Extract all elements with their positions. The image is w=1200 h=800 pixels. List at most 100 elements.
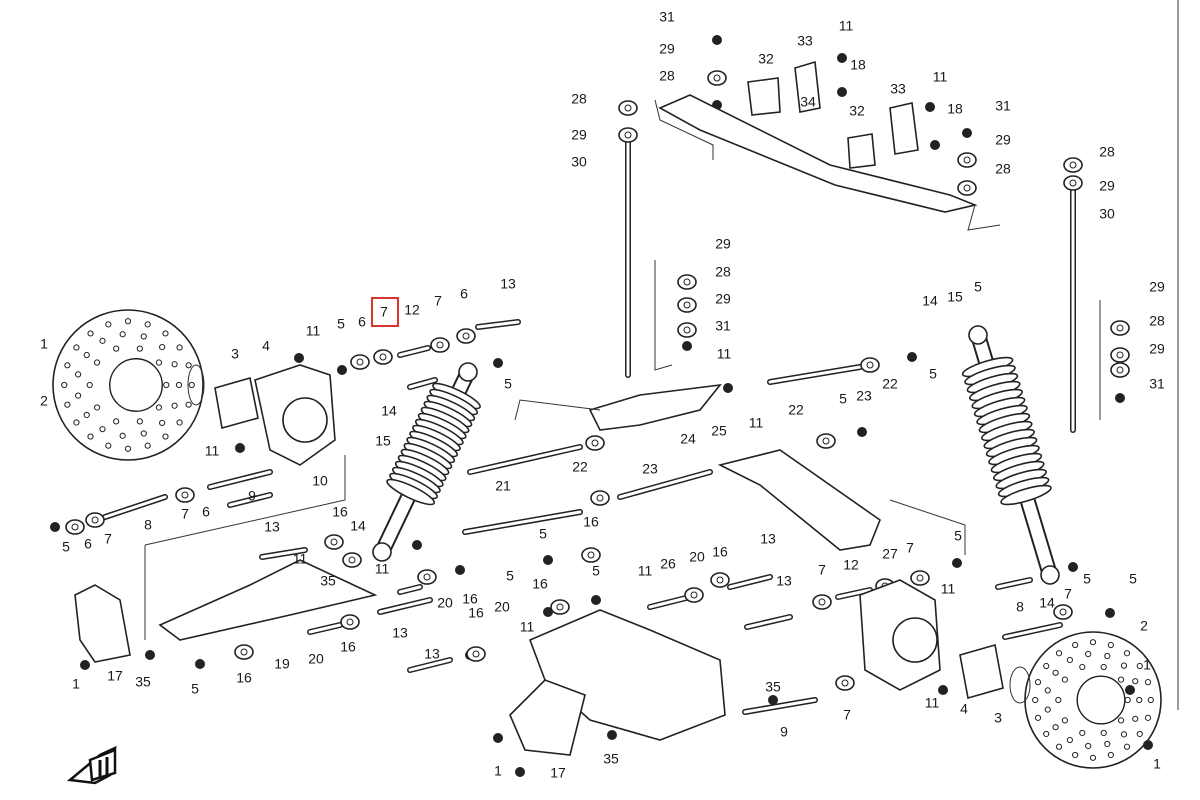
nut <box>837 53 847 63</box>
disc-hole <box>1061 676 1069 683</box>
callout-label: 11 <box>717 346 732 362</box>
nut <box>837 87 847 97</box>
disc-hole <box>1089 639 1097 646</box>
disc-hole <box>124 318 132 325</box>
disc-hole <box>162 433 169 440</box>
bolt-shank <box>468 445 582 474</box>
callout-label: 22 <box>572 459 588 475</box>
disc-hub <box>109 358 163 412</box>
connector-line <box>144 455 346 546</box>
disc-hole <box>1107 641 1114 649</box>
callout-label: 2 <box>1140 618 1148 634</box>
callout-label: 6 <box>358 314 366 330</box>
disc-hole <box>144 442 151 449</box>
callout-label: 29 <box>1099 178 1115 194</box>
callout-label: 12 <box>404 302 420 318</box>
callout-label: 20 <box>308 651 324 667</box>
wheel-bearing <box>214 376 259 430</box>
disc-hole <box>64 401 71 408</box>
callout-label: 16 <box>712 544 728 560</box>
bushing-bore <box>683 278 691 286</box>
callout-label: 4 <box>960 701 968 717</box>
callout-label: 16 <box>462 591 478 607</box>
callout-label: 7 <box>843 707 851 723</box>
bushing-bore <box>690 591 698 599</box>
bushing-bore <box>591 439 599 447</box>
callout-label: 18 <box>947 101 963 117</box>
callout-label: 7 <box>818 562 826 578</box>
callout-label: 13 <box>776 573 792 589</box>
disc-hole <box>171 402 178 409</box>
nut <box>962 128 972 138</box>
callout-label: 27 <box>882 546 898 562</box>
callout-label: 3 <box>231 346 239 362</box>
bushing-bore <box>356 358 364 366</box>
disc-hole <box>105 321 112 328</box>
bolt-shank <box>228 493 272 507</box>
parts-drawing <box>50 35 1162 777</box>
disc-hole <box>1072 641 1079 649</box>
disc-hole <box>1055 743 1063 750</box>
bushing-bore <box>1069 179 1077 187</box>
callout-label: 16 <box>532 576 548 592</box>
nut <box>607 730 617 740</box>
callout-label: 28 <box>715 264 731 280</box>
nut <box>930 140 940 150</box>
nut <box>925 102 935 112</box>
callout-label: 24 <box>680 431 696 447</box>
hub-bore <box>892 617 938 663</box>
callout-label: 11 <box>375 561 390 577</box>
disc-hole <box>171 361 178 368</box>
nut <box>1068 562 1078 572</box>
bolt-shank <box>398 346 430 357</box>
disc-hole <box>1136 696 1143 704</box>
callout-label: 5 <box>62 539 70 555</box>
disc-hole <box>1100 729 1107 737</box>
callout-label: 33 <box>797 33 813 49</box>
bushing-bore <box>348 556 356 564</box>
callout-label: 7 <box>434 293 442 309</box>
hub-bore <box>282 397 328 443</box>
bolt-shank <box>996 578 1032 589</box>
disc-hole <box>87 330 94 337</box>
bushing-bore <box>841 679 849 687</box>
disc-hole <box>176 419 183 426</box>
disc-hole <box>1034 679 1042 686</box>
callout-label: 5 <box>1129 571 1137 587</box>
callout-label: 17 <box>107 668 123 684</box>
disc-hole <box>1043 662 1050 670</box>
bolt-shank <box>208 470 272 489</box>
nut <box>337 365 347 375</box>
callout-label: 10 <box>312 473 328 489</box>
connector-line <box>514 399 601 421</box>
callout-label: 1 <box>1153 756 1161 772</box>
bolt-shank <box>648 595 692 609</box>
brake-disc <box>1024 631 1162 769</box>
disc-hole <box>1144 679 1152 686</box>
callout-label: 29 <box>1149 341 1165 357</box>
callout-label: 15 <box>947 289 963 305</box>
shock-absorber <box>372 362 481 562</box>
snap-ring <box>1009 666 1031 704</box>
shock-eye <box>1040 565 1060 585</box>
disc-hole <box>176 344 183 351</box>
callout-label: 11 <box>749 415 764 431</box>
callout-label: 35 <box>320 573 336 589</box>
callout-label: 31 <box>659 9 675 25</box>
callout-label: 5 <box>592 563 600 579</box>
disc-hole <box>159 343 166 351</box>
nut <box>857 427 867 437</box>
callout-label: 14 <box>350 518 366 534</box>
disc-hole <box>99 426 106 433</box>
nut <box>723 383 733 393</box>
callout-label: 5 <box>839 391 847 407</box>
callout-label: 3 <box>994 710 1002 726</box>
nut <box>195 659 205 669</box>
callout-label: 32 <box>758 51 774 67</box>
lower-a-arm <box>158 559 378 641</box>
brake-disc <box>52 309 204 461</box>
callout-label: 29 <box>715 236 731 252</box>
callout-label: 25 <box>711 423 727 439</box>
bushing-bore <box>436 341 444 349</box>
disc-hole <box>175 381 183 389</box>
